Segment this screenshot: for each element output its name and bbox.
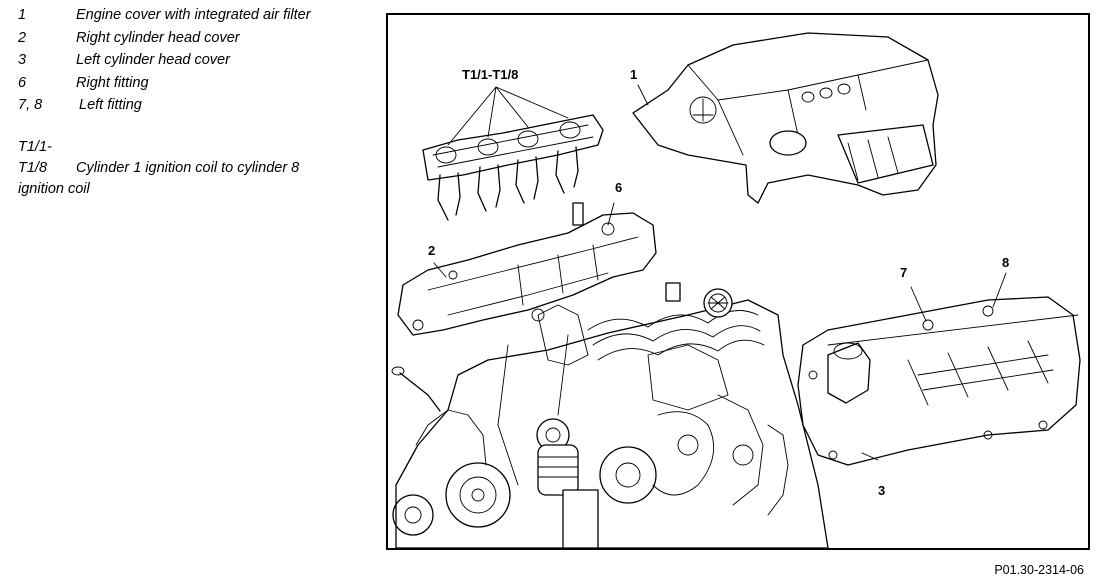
callout-6: 6 bbox=[615, 180, 622, 195]
callout-3: 3 bbox=[878, 483, 885, 498]
legend-item: 1 Engine cover with integrated air filte… bbox=[18, 7, 378, 30]
engine-cover bbox=[632, 32, 939, 204]
callout-8: 8 bbox=[1002, 255, 1009, 270]
legend-item: 7, 8 Left fitting bbox=[18, 97, 378, 120]
legend-key: 7, 8 bbox=[18, 97, 43, 113]
legend-item: 2 Right cylinder head cover bbox=[18, 30, 378, 53]
legend-item: 6 Right fitting bbox=[18, 75, 378, 98]
legend-key: 2 bbox=[18, 29, 27, 46]
legend-desc: Left fitting bbox=[79, 97, 142, 113]
right-cylinder-head-cover bbox=[397, 202, 657, 336]
legend-desc: Left cylinder head cover bbox=[76, 52, 230, 68]
callout-2: 2 bbox=[428, 243, 435, 258]
exploded-engine-drawing: T1/1-T1/8 1 6 2 7 8 3 bbox=[391, 32, 1081, 548]
legend: 1 Engine cover with integrated air filte… bbox=[18, 7, 378, 202]
figure-reference: P01.30-2314-06 bbox=[994, 563, 1084, 577]
legend-key: 1 bbox=[18, 7, 27, 23]
callout-7: 7 bbox=[900, 265, 907, 280]
legend-item: 3 Left cylinder head cover bbox=[18, 52, 378, 75]
legend-key: 6 bbox=[18, 74, 27, 91]
diagram-frame: T1/1-T1/8 1 6 2 7 8 3 bbox=[386, 13, 1090, 550]
left-cylinder-head-cover bbox=[797, 272, 1081, 466]
legend-range-key-1: T1/1- bbox=[18, 138, 52, 155]
legend-desc: Engine cover with integrated air filter bbox=[76, 7, 311, 23]
engine-block bbox=[391, 282, 829, 548]
legend-desc: Right fitting bbox=[76, 74, 149, 91]
legend-range-desc-1: Cylinder 1 ignition coil to cylinder 8 bbox=[76, 159, 300, 176]
callout-coils: T1/1-T1/8 bbox=[462, 67, 518, 82]
legend-desc: Right cylinder head cover bbox=[76, 29, 240, 46]
legend-range-key-2: T1/8 bbox=[18, 159, 48, 176]
ignition-coil-rail bbox=[422, 86, 604, 221]
legend-range-desc-2: ignition coil bbox=[18, 180, 90, 197]
callout-1: 1 bbox=[630, 67, 637, 82]
legend-range-row: T1/8 Cylinder 1 ignition coil to cylinde… bbox=[18, 160, 378, 181]
legend-key: 3 bbox=[18, 52, 27, 68]
